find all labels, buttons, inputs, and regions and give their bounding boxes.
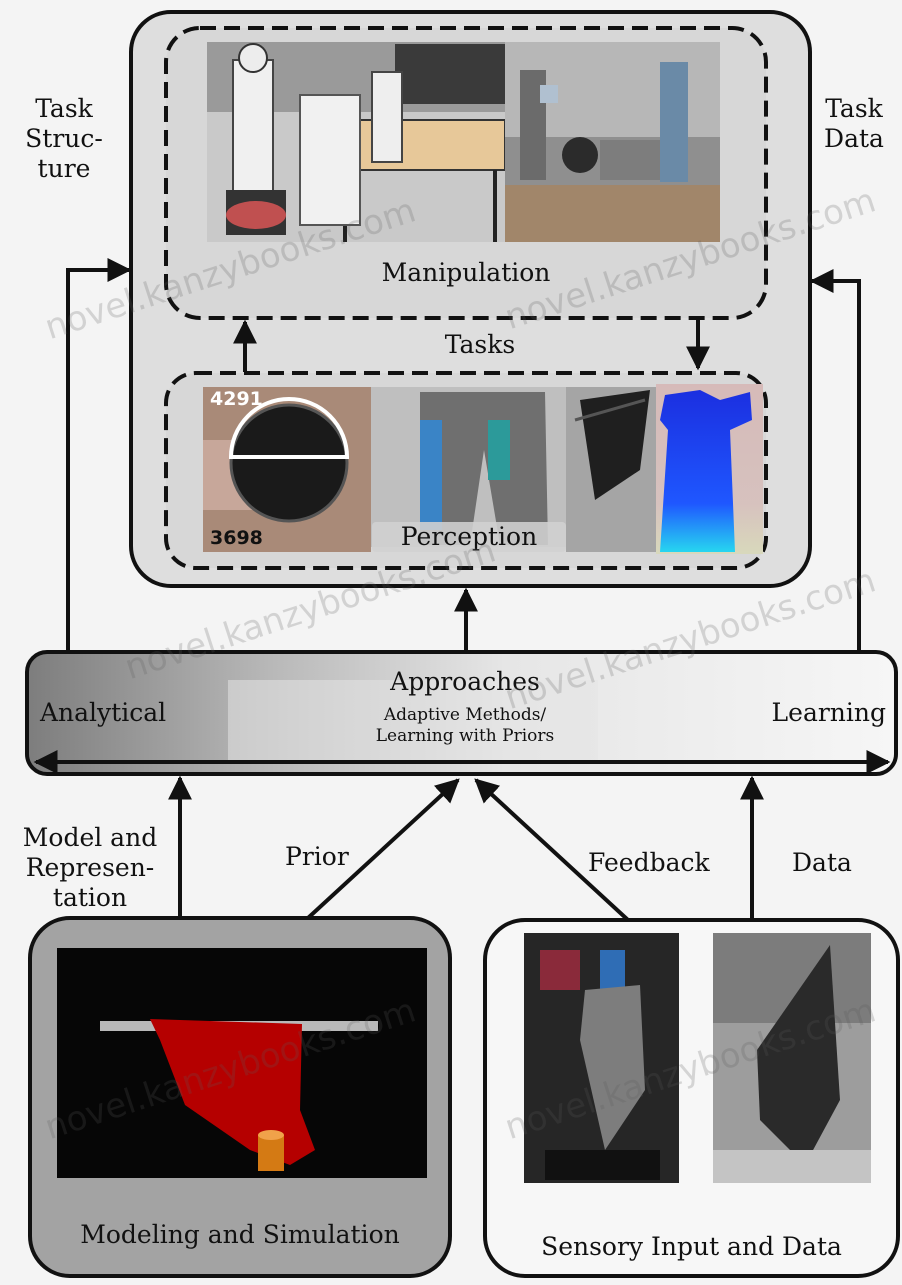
model-representation-label: Model and Represen- tation [22, 823, 158, 912]
learning-label: Learning [771, 698, 886, 727]
perception-photo-cloth [566, 387, 656, 552]
perception-photo-shirt [656, 384, 763, 554]
sensory-input-label: Sensory Input and Data [541, 1232, 842, 1261]
perception-photo-trousers [371, 387, 566, 547]
sensory-photo-left [524, 933, 679, 1183]
gauge-bottom-number: 3698 [210, 527, 263, 549]
feedback-label: Feedback [588, 848, 710, 877]
manipulation-photo-left [207, 42, 506, 242]
sensory-photo-right [713, 933, 871, 1183]
gauge-top-number: 4291 [210, 388, 263, 410]
task-structure-label: Task Struc- ture [25, 94, 103, 183]
approaches-title: Approaches [390, 667, 540, 696]
arrow-feedback [474, 778, 630, 922]
adaptive-methods-label: Adaptive Methods/ Learning with Priors [375, 705, 555, 746]
arrow-task-data [809, 269, 861, 652]
task-data-label: Task Data [824, 94, 884, 153]
manipulation-photo-right [505, 42, 720, 242]
prior-label: Prior [285, 842, 349, 871]
analytical-label: Analytical [40, 698, 167, 727]
perception-label: Perception [372, 522, 566, 552]
perception-photo-gauge [203, 387, 371, 552]
tasks-label: Tasks [444, 330, 516, 359]
manipulation-label: Manipulation [381, 258, 551, 287]
arrow-prior [306, 778, 460, 920]
arrow-task-structure [66, 258, 132, 652]
modeling-simulation-label: Modeling and Simulation [80, 1220, 400, 1249]
simulation-render [57, 948, 427, 1178]
data-label: Data [792, 848, 852, 877]
